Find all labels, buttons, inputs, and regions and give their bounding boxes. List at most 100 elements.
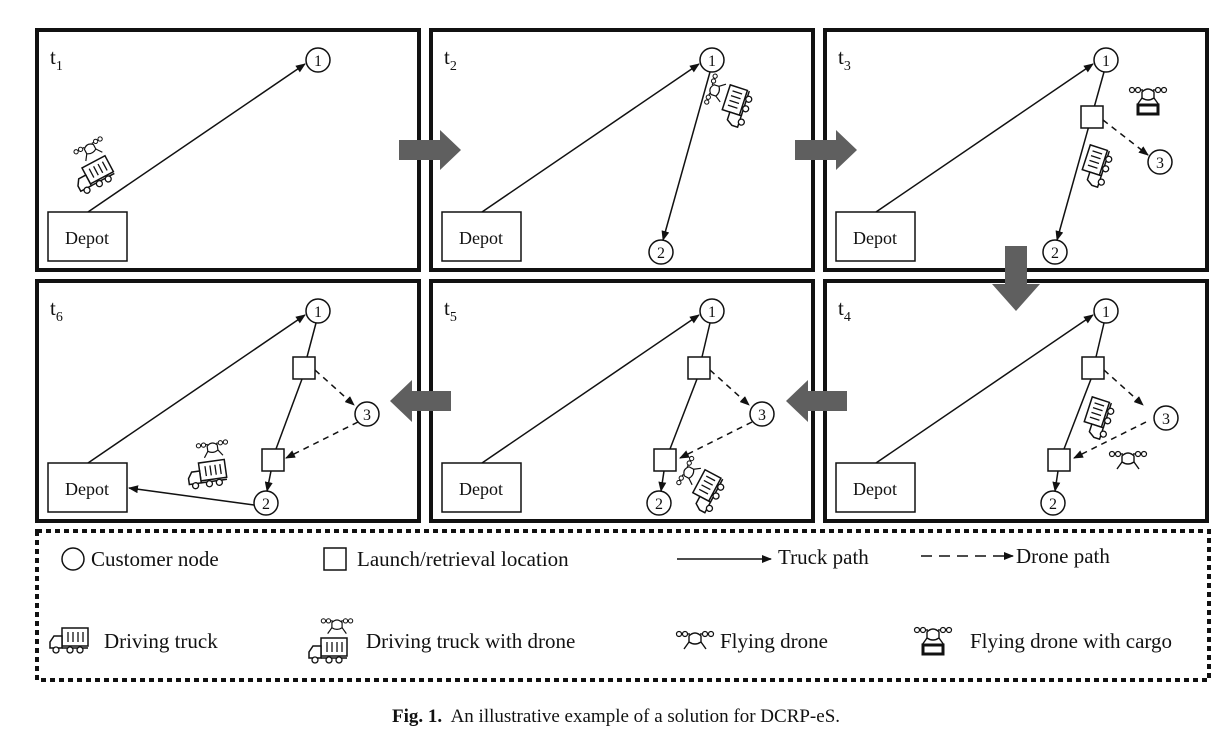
customer-node (699, 298, 725, 324)
driving-truck-with-drone-icon (309, 619, 353, 663)
truck-path (128, 485, 255, 506)
truck-path (1063, 378, 1092, 450)
caption-label: Fig. 1. (391, 706, 443, 727)
customer-label: 2 (655, 496, 663, 513)
legend-driving-truck-with-drone: Driving truck with drone (366, 629, 575, 653)
figure-caption: Fig. 1. An illustrative example of a sol… (0, 706, 1232, 728)
truck-path (669, 378, 698, 450)
flow-arrow-left (786, 380, 847, 422)
flying-drone-icon (675, 630, 715, 650)
truck-path (661, 71, 711, 241)
customer-node (646, 490, 672, 516)
panel-t4: t4 Depot 1 2 3 (823, 279, 1209, 523)
depot-label: Depot (65, 228, 109, 248)
launch-location (1081, 356, 1105, 380)
truck-path (875, 63, 1094, 213)
launch-location (653, 448, 677, 472)
customer-label: 1 (708, 304, 716, 321)
customer-label: 2 (1051, 245, 1059, 262)
truck-path (481, 314, 700, 464)
drone-path (1073, 421, 1147, 459)
customer-label: 2 (1049, 496, 1057, 513)
depot-node (441, 211, 522, 262)
truck-path (87, 314, 306, 464)
depot-node (835, 462, 916, 513)
launch-location (261, 448, 285, 472)
customer-label: 1 (1102, 53, 1110, 70)
launch-location (292, 356, 316, 380)
legend: Customer node Launch/retrieval location … (35, 529, 1211, 682)
depot-label: Depot (459, 228, 503, 248)
depot-label: Depot (853, 479, 897, 499)
panel-label: t4 (838, 296, 851, 325)
flow-arrow-left (390, 380, 451, 422)
drone-path (679, 421, 753, 459)
customer-node (305, 47, 331, 73)
drone-path (314, 369, 355, 406)
depot-node (441, 462, 522, 513)
legend-truck-path: Truck path (778, 545, 869, 569)
panel-label: t3 (838, 45, 851, 74)
panel-label: t1 (50, 45, 63, 74)
customer-node (1153, 405, 1179, 431)
customer-node-icon (61, 547, 85, 571)
customer-node (1040, 490, 1066, 516)
customer-label: 3 (363, 407, 371, 424)
customer-node (305, 298, 331, 324)
depot-node (835, 211, 916, 262)
flow-arrow-right (399, 130, 461, 170)
diagram: t1 Depot 1 t2 Depot 1 2 t3 Depot 1 2 (35, 28, 1211, 682)
truck-path (87, 63, 306, 213)
customer-node (749, 401, 775, 427)
customer-node (1147, 149, 1173, 175)
driving-truck-icon (49, 627, 89, 654)
launch-location (1080, 105, 1104, 129)
flying-drone-with-cargo-icon (915, 628, 952, 655)
customer-label: 1 (314, 304, 322, 321)
customer-label: 1 (314, 53, 322, 70)
panel-t2: t2 Depot 1 2 (429, 28, 815, 272)
panel-label: t5 (444, 296, 457, 325)
drone-path (1103, 369, 1144, 406)
panel-t5: t5 Depot 1 2 3 (429, 279, 815, 523)
truck-path (264, 470, 273, 492)
legend-flying-drone: Flying drone (720, 629, 828, 653)
customer-label: 3 (1162, 411, 1170, 428)
legend-customer-node: Customer node (91, 547, 219, 571)
drone-path (1102, 119, 1149, 156)
customer-node (1093, 47, 1119, 73)
customer-node (1042, 239, 1068, 265)
customer-label: 3 (1156, 155, 1164, 172)
depot-label: Depot (853, 228, 897, 248)
flow-arrow-down (992, 246, 1040, 311)
panel-t1: t1 Depot 1 (35, 28, 421, 272)
depot-label: Depot (459, 479, 503, 499)
customer-node (648, 239, 674, 265)
customer-label: 2 (657, 245, 665, 262)
launch-location-icon (323, 547, 347, 571)
legend-flying-drone-with-cargo: Flying drone with cargo (970, 629, 1172, 653)
customer-label: 3 (758, 407, 766, 424)
truck-path (701, 322, 711, 358)
customer-node (699, 47, 725, 73)
launch-location (1047, 448, 1071, 472)
customer-label: 2 (262, 496, 270, 513)
legend-launch-location: Launch/retrieval location (357, 547, 569, 571)
customer-label: 1 (708, 53, 716, 70)
drone-path (709, 369, 750, 406)
caption-text: An illustrative example of a solution fo… (450, 706, 841, 727)
depot-node (47, 211, 128, 262)
customer-node (1093, 298, 1119, 324)
truck-path (275, 378, 303, 450)
drone-path (285, 421, 359, 459)
flow-arrow-right (795, 130, 857, 170)
launch-location (687, 356, 711, 380)
depot-node (47, 462, 128, 513)
customer-node (354, 401, 380, 427)
customer-node (253, 490, 279, 516)
truck-path (481, 63, 700, 213)
panel-label: t6 (50, 296, 63, 325)
panel-label: t2 (444, 45, 457, 74)
panel-t6: t6 Depot 1 2 3 (35, 279, 421, 523)
legend-driving-truck: Driving truck (104, 629, 218, 653)
